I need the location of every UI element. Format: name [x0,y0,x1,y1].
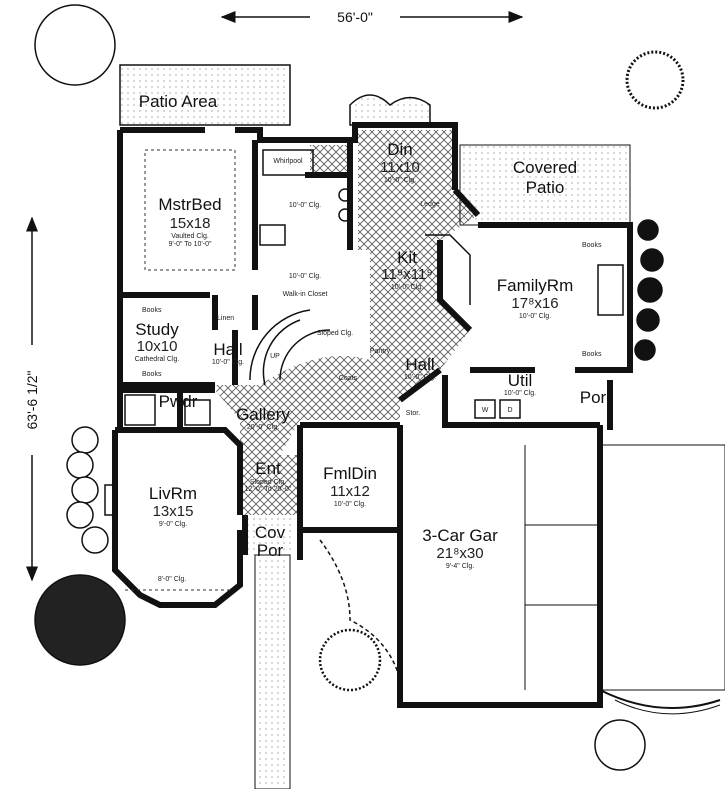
shrub-icon [318,628,382,692]
gallery-ceiling: 20'-0" Clg. [247,424,279,431]
hall-west-label: Hall [213,340,242,359]
family-room-ceiling: 10'-0" Clg. [519,313,551,320]
master-bed-size: 15x18 [170,215,211,232]
width-label: 56'-0" [337,9,373,25]
kitchen-label: Kit [397,248,417,267]
whirlpool-tub [262,149,314,176]
family-room-label: FamilyRm [497,276,574,295]
living-room-label: LivRm [149,484,197,503]
closet-ceiling: 10'-0" Clg. [289,273,321,280]
tree-icon [34,4,116,86]
bath-ceiling: 10'-0" Clg. [289,202,321,209]
master-bed-label: MstrBed [158,195,221,214]
porch-label: Por [580,388,607,407]
hall-east-ceiling: 10'-0" Clg. [404,374,436,381]
patio-area-label: Patio Area [139,92,218,111]
sink-icon [338,188,352,202]
study-ceiling: Cathedral Clg. [135,356,180,363]
util-ceiling: 10'-0" Clg. [504,390,536,397]
formal-dining-ceiling: 10'-0" Clg. [334,501,366,508]
curved-stair [249,309,331,386]
shrub-icon [625,50,685,110]
stairs-sloped-label: Sloped Clg. [317,330,353,337]
books-label: Books [142,307,162,314]
gallery-label: Gallery [236,405,290,424]
dining-size: 11x10 [380,159,420,176]
walls [112,122,633,708]
books-label: Books [582,242,602,249]
living-room-ceiling: 9'-0" Clg. [159,521,187,528]
tree-icon [34,574,126,666]
formal-dining-label: FmlDin [323,464,377,483]
sink-icon [338,208,352,222]
dryer-label: D [507,407,512,414]
kitchen-counter [425,234,471,305]
toilet-icon [259,224,286,246]
garage-ceiling: 9'-4" Clg. [446,563,474,570]
hall-east-label: Hall [405,355,434,374]
study-label: Study [135,320,179,339]
tree-icon [594,719,646,771]
fireplace-icon [597,264,624,316]
cov-porch-label: Cov [255,523,286,542]
stairs-up-label: UP [270,353,280,360]
books-label: Books [142,371,162,378]
garage-label: 3-Car Gar [422,526,498,545]
coats-label: Coats [339,375,358,382]
covered-patio-label: Covered [513,158,577,177]
depth-dimension: 63'-6 1/2" [24,216,40,582]
family-room-size: 17⁸x16 [511,295,558,312]
linen-label: Linen [217,315,234,322]
ledge-label: Ledge [420,201,440,208]
entry-label: Ent [255,459,281,478]
bay-ceiling: 8'-0" Clg. [158,576,186,583]
covered-patio-label-2: Patio [526,178,565,197]
entry-ceiling: Sloped Clg. [250,479,286,486]
closet-label: Walk-in Closet [283,291,328,298]
kitchen-ceiling: 10'-0" Clg. [391,284,423,291]
fixtures [104,149,624,591]
washer-label: W [482,407,489,414]
hall-west-ceiling: 10'-0" Clg. [212,359,244,366]
master-bed-ceiling-2: 9'-0" To 10'-0" [169,241,212,248]
landscaping [34,4,721,771]
exterior-slabs [119,64,725,789]
dining-ceiling: 10'-0" Clg. [384,177,416,184]
garage-size: 21⁸x30 [436,545,483,562]
books-label: Books [582,351,602,358]
depth-label: 63'-6 1/2" [24,370,40,429]
width-dimension: 56'-0" [220,9,524,25]
study-size: 10x10 [137,338,178,355]
kitchen-size: 11⁹x11⁹ [381,266,433,283]
pantry-label: Pantry [370,348,391,355]
storage-label: Stor. [406,410,420,417]
living-room-size: 13x15 [153,503,194,520]
util-label: Util [508,371,533,390]
dining-label: Din [387,140,413,159]
entry-ceiling-2: 12'-0" To 20'-0" [245,486,292,493]
powder-label: Pwdr [159,392,198,411]
whirlpool-label: Whirlpool [273,158,303,165]
fireplace-icon [104,484,118,516]
cov-porch-label-2: Por [257,541,284,560]
master-bed-ceiling: Vaulted Clg. [171,233,209,240]
room-labels: Patio Area MstrBed 15x18 Vaulted Clg. 9'… [135,92,607,583]
formal-dining-size: 11x12 [330,483,370,500]
